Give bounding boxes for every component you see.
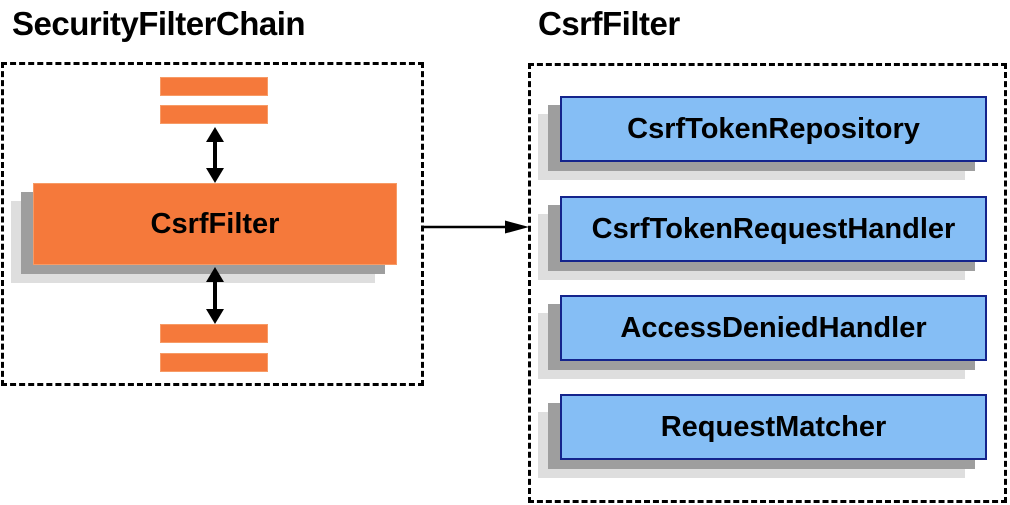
- component-box-face: RequestMatcher: [560, 394, 987, 460]
- up-down-arrow-icon: [206, 267, 224, 324]
- component-box-face: AccessDeniedHandler: [560, 295, 987, 361]
- component-label: CsrfTokenRepository: [627, 112, 920, 145]
- csrf-filter-box-face: CsrfFilter: [33, 183, 397, 265]
- component-box-csrf-token-repository: CsrfTokenRepository: [538, 96, 987, 180]
- csrf-filter-box: CsrfFilter: [11, 183, 397, 283]
- component-box-access-denied-handler: AccessDeniedHandler: [538, 295, 987, 379]
- security-filter-chain-title: SecurityFilterChain: [12, 5, 306, 42]
- filter-placeholder-bar: [160, 324, 268, 343]
- filter-placeholder-bar: [160, 353, 268, 372]
- right-arrow-icon: [423, 220, 529, 234]
- component-box-face: CsrfTokenRepository: [560, 96, 987, 162]
- up-down-arrow-icon: [206, 127, 224, 183]
- filter-placeholder-bar: [160, 77, 268, 96]
- csrf-filter-title: CsrfFilter: [538, 5, 680, 42]
- security-filter-chain-boundary: [1, 62, 424, 386]
- component-box-face: CsrfTokenRequestHandler: [560, 196, 987, 262]
- component-label: AccessDeniedHandler: [620, 311, 927, 344]
- csrf-filter-box-label: CsrfFilter: [150, 207, 280, 240]
- component-label: CsrfTokenRequestHandler: [591, 212, 956, 245]
- filter-placeholder-bar: [160, 105, 268, 124]
- component-label: RequestMatcher: [660, 410, 887, 443]
- component-box-request-matcher: RequestMatcher: [538, 394, 987, 478]
- csrf-filter-boundary: [528, 63, 1007, 503]
- component-box-csrf-token-request-handler: CsrfTokenRequestHandler: [538, 196, 987, 280]
